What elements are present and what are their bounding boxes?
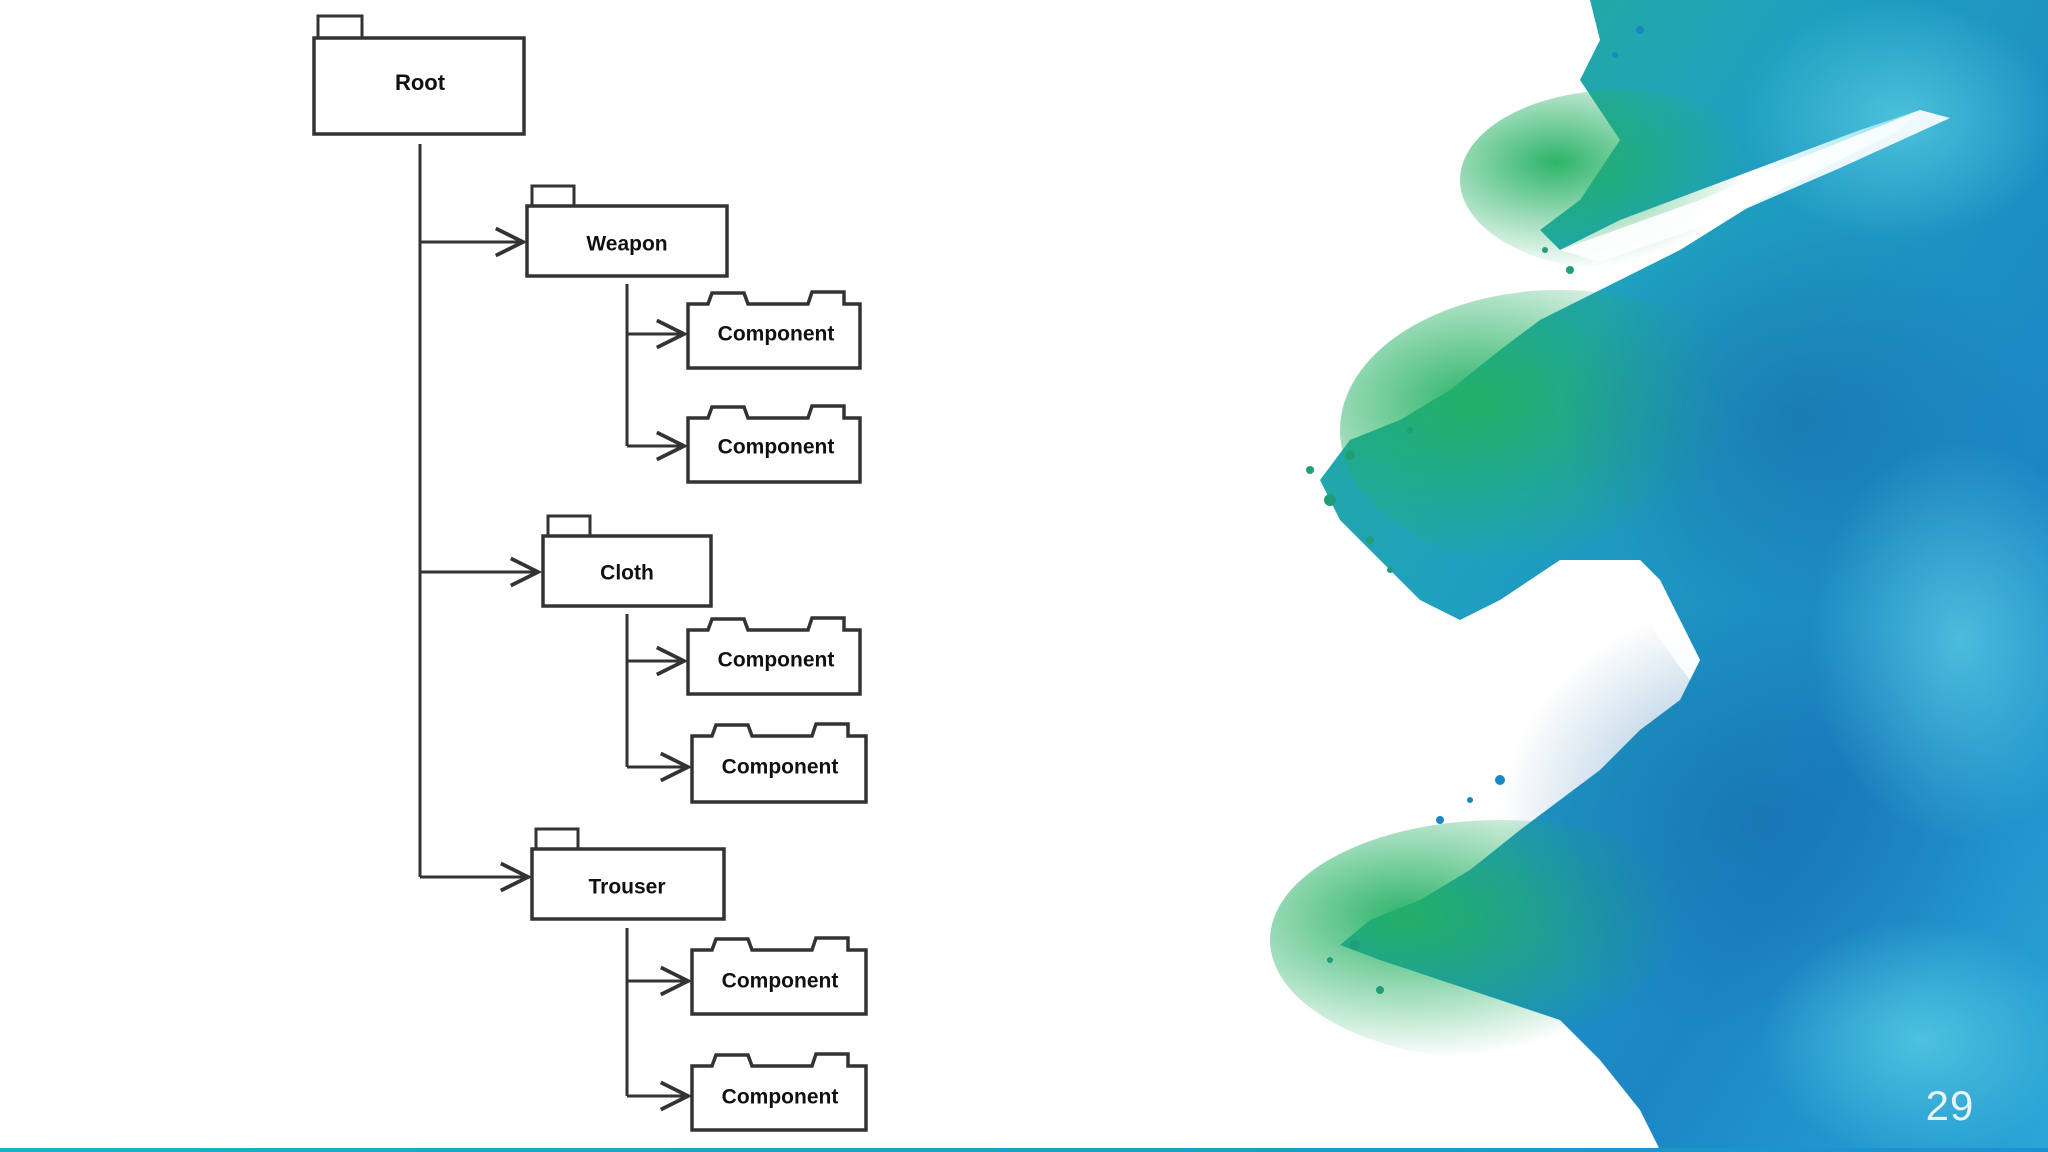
cloth-component-1-node: Component bbox=[686, 616, 862, 696]
trouser-component-1-node: Component bbox=[690, 936, 868, 1016]
weapon-component-2-node: Component bbox=[686, 404, 862, 484]
trouser-label: Trouser bbox=[588, 876, 665, 899]
weapon-package-node: Weapon bbox=[525, 184, 729, 278]
cloth-label: Cloth bbox=[600, 562, 654, 585]
weapon-component-1-label: Component bbox=[718, 323, 835, 346]
slide-page-number: 29 bbox=[1925, 1082, 1975, 1129]
cloth-package-node: Cloth bbox=[541, 514, 713, 608]
trouser-group: Trouser Component Component bbox=[420, 827, 868, 1132]
root-label: Root bbox=[395, 70, 446, 95]
trouser-component-2-label: Component bbox=[722, 1086, 839, 1109]
bottom-accent-bar bbox=[0, 1148, 2048, 1152]
trouser-component-1-label: Component bbox=[722, 970, 839, 993]
weapon-component-1-node: Component bbox=[686, 290, 862, 370]
root-package-node: Root bbox=[312, 14, 526, 136]
trouser-package-node: Trouser bbox=[530, 827, 726, 921]
weapon-group: Weapon Component Component bbox=[420, 184, 862, 484]
weapon-label: Weapon bbox=[586, 233, 667, 256]
weapon-component-2-label: Component bbox=[718, 436, 835, 459]
cloth-group: Cloth Component Component bbox=[420, 514, 868, 804]
trouser-component-2-node: Component bbox=[690, 1052, 868, 1132]
cloth-component-2-label: Component bbox=[722, 756, 839, 779]
cloth-component-2-node: Component bbox=[690, 722, 868, 804]
cloth-component-1-label: Component bbox=[718, 649, 835, 672]
